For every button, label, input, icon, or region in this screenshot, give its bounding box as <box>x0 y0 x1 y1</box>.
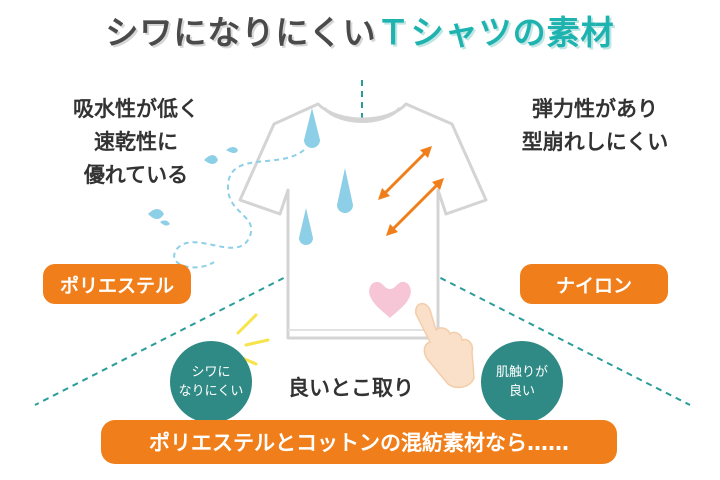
heart-icon <box>369 281 411 318</box>
page-title: シワになりにくいＴシャツの素材 <box>0 6 720 54</box>
texture-badge: 肌触りが 良い <box>481 341 563 423</box>
polyester-label: ポリエステル <box>43 264 191 304</box>
best-of-both-text: 良いとこ取り <box>288 376 414 400</box>
hand-icon <box>415 302 475 389</box>
wrinkle-badge-line-2: なりにくい <box>178 384 244 399</box>
tshirt-collar <box>322 106 402 123</box>
wrinkle-badge-line-1: シワに <box>191 365 231 380</box>
right-feature-line-1: 弾力性があり <box>532 97 658 121</box>
title-part-1: シワになりにくい <box>105 13 377 52</box>
right-feature-line-2: 型崩れしにくい <box>521 130 669 154</box>
tshirt-illustration <box>238 102 488 340</box>
bottom-banner: ポリエステルとコットンの混紡素材なら…… <box>101 420 617 464</box>
water-trail <box>173 149 305 269</box>
left-feature-text: 吸水性が低く 速乾性に 優れている <box>36 93 236 192</box>
water-drop-icons <box>148 108 353 245</box>
texture-badge-line-2: 良い <box>508 384 535 399</box>
right-feature-text: 弾力性があり 型崩れしにくい <box>490 93 700 159</box>
left-feature-line-3: 優れている <box>83 163 189 187</box>
stretch-arrow-icons <box>378 146 444 236</box>
left-feature-line-2: 速乾性に <box>94 130 178 154</box>
nylon-label: ナイロン <box>520 264 668 304</box>
left-feature-line-1: 吸水性が低く <box>73 97 199 121</box>
texture-badge-line-1: 肌触りが <box>495 365 548 380</box>
wrinkle-resistant-badge: シワに なりにくい <box>170 341 252 423</box>
title-part-2: Ｔシャツの素材 <box>376 13 615 52</box>
